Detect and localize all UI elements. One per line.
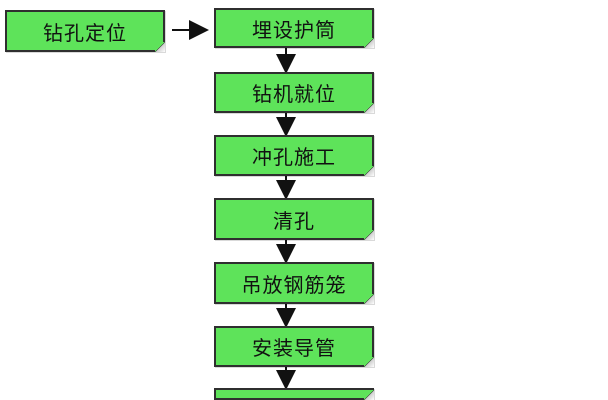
step-rig-positioning: 钻机就位 xyxy=(214,72,374,113)
step-next-partial xyxy=(214,388,374,400)
step-hole-cleaning-label: 清孔 xyxy=(273,208,315,233)
step-drilling-positioning: 钻孔定位 xyxy=(5,10,165,52)
step-rig-positioning-label: 钻机就位 xyxy=(252,82,336,106)
step-drilling-positioning-label: 钻孔定位 xyxy=(43,20,127,45)
step-casing-installation: 埋设护筒 xyxy=(214,8,374,48)
step-casing-installation-label: 埋设护筒 xyxy=(252,17,336,42)
step-percussion-drilling-label: 冲孔施工 xyxy=(252,145,336,169)
step-percussion-drilling: 冲孔施工 xyxy=(214,135,374,176)
step-rebar-cage-lowering-label: 吊放钢筋笼 xyxy=(241,272,347,297)
step-tremie-pipe-installation: 安装导管 xyxy=(214,326,374,367)
step-tremie-pipe-installation-label: 安装导管 xyxy=(252,336,336,360)
step-hole-cleaning: 清孔 xyxy=(214,198,374,240)
step-rebar-cage-lowering: 吊放钢筋笼 xyxy=(214,262,374,304)
